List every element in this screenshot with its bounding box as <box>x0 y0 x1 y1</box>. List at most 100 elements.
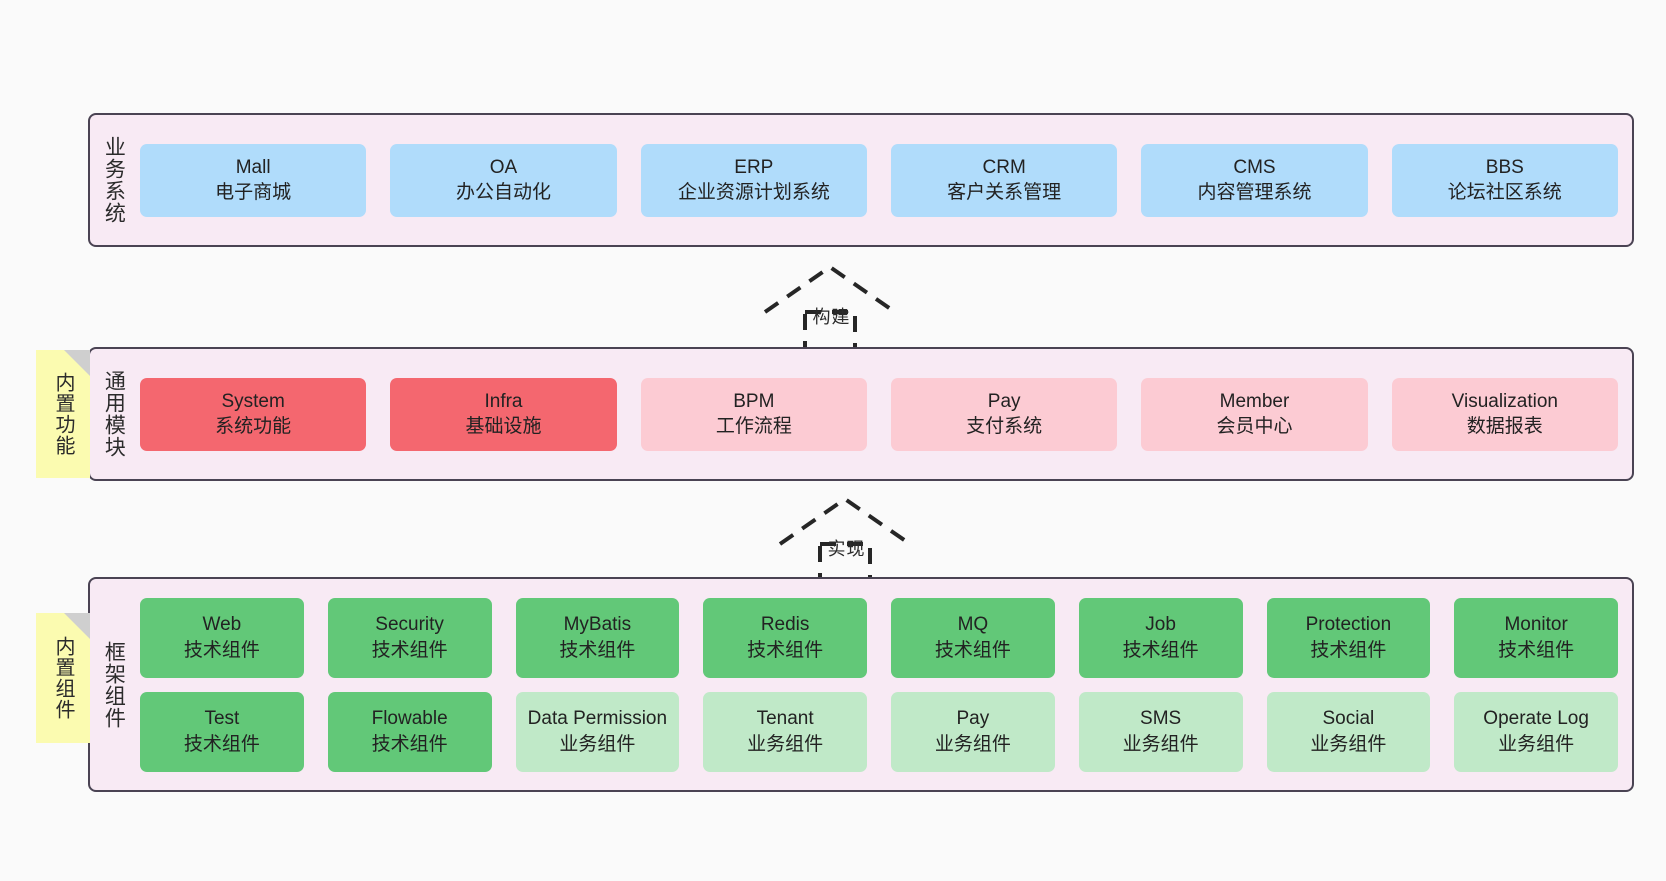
card-title: OA <box>489 156 518 178</box>
layer-title-business-system: 业务系统 <box>102 136 126 224</box>
card-subtitle: 系统功能 <box>215 416 292 437</box>
card-title: Visualization <box>1451 390 1558 412</box>
layer-body-business-system: Mall 电子商城 OA 办公自动化 ERP 企业资源计划系统 CRM 客户关系… <box>136 115 1632 245</box>
card-title: Pay <box>987 390 1021 412</box>
card-system[interactable]: System 系统功能 <box>140 377 367 451</box>
card-member[interactable]: Member 会员中心 <box>1141 377 1368 451</box>
card-data-permission[interactable]: Data Permission 业务组件 <box>515 691 680 772</box>
card-row: Web 技术组件 Security 技术组件 MyBatis 技术组件 Redi… <box>140 597 1618 678</box>
connector-implement: 实现 <box>750 489 940 589</box>
card-row: System 系统功能 Infra 基础设施 BPM 工作流程 Pay 支付系统… <box>140 377 1618 451</box>
layer-title-common-module: 通用模块 <box>102 370 126 458</box>
card-mybatis[interactable]: MyBatis 技术组件 <box>515 597 680 678</box>
layer-framework-component: 框架组件 Web 技术组件 Security 技术组件 MyBatis 技术组件… <box>88 577 1634 792</box>
card-subtitle: 技术组件 <box>1122 639 1199 661</box>
card-title: Flowable <box>371 708 448 730</box>
card-subtitle: 技术组件 <box>747 639 824 661</box>
card-subtitle: 基础设施 <box>465 416 542 437</box>
card-title: Infra <box>484 390 523 412</box>
card-title: MyBatis <box>563 614 632 636</box>
card-operate-log[interactable]: Operate Log 业务组件 <box>1454 691 1618 772</box>
card-title: Member <box>1219 390 1290 412</box>
card-title: Social <box>1322 708 1375 730</box>
card-erp[interactable]: ERP 企业资源计划系统 <box>640 143 867 217</box>
card-web[interactable]: Web 技术组件 <box>140 597 304 678</box>
card-subtitle: 企业资源计划系统 <box>677 182 830 203</box>
card-protection[interactable]: Protection 技术组件 <box>1266 597 1431 678</box>
card-title: Test <box>204 708 240 730</box>
card-subtitle: 会员中心 <box>1216 416 1293 437</box>
card-subtitle: 工作流程 <box>715 416 792 437</box>
card-title: CRM <box>982 156 1026 178</box>
card-infra[interactable]: Infra 基础设施 <box>390 377 617 451</box>
card-subtitle: 业务组件 <box>559 733 636 755</box>
card-flowable[interactable]: Flowable 技术组件 <box>327 691 492 772</box>
card-title: Protection <box>1305 614 1392 636</box>
layer-body-common-module: System 系统功能 Infra 基础设施 BPM 工作流程 Pay 支付系统… <box>136 349 1632 479</box>
layer-body-framework-component: Web 技术组件 Security 技术组件 MyBatis 技术组件 Redi… <box>136 579 1632 790</box>
card-title: Data Permission <box>527 708 668 730</box>
card-subtitle: 业务组件 <box>1310 733 1387 755</box>
connector-label: 实现 <box>827 539 866 559</box>
card-subtitle: 技术组件 <box>1310 639 1387 661</box>
card-subtitle: 内容管理系统 <box>1197 182 1312 203</box>
card-title: Monitor <box>1504 614 1568 636</box>
card-subtitle: 技术组件 <box>183 639 260 661</box>
card-subtitle: 客户关系管理 <box>947 182 1062 203</box>
card-pay-module[interactable]: Pay 支付系统 <box>890 377 1118 451</box>
layer-business-system: 业务系统 Mall 电子商城 OA 办公自动化 ERP 企业资源计划系统 CRM… <box>88 113 1634 247</box>
card-title: Web <box>202 614 242 636</box>
card-subtitle: 技术组件 <box>1498 639 1575 661</box>
card-subtitle: 业务组件 <box>747 733 824 755</box>
card-test[interactable]: Test 技术组件 <box>140 691 304 772</box>
connector-label: 构建 <box>812 307 851 327</box>
card-monitor[interactable]: Monitor 技术组件 <box>1454 597 1618 678</box>
card-title: SMS <box>1140 708 1182 730</box>
card-tenant[interactable]: Tenant 业务组件 <box>703 691 867 772</box>
card-title: CMS <box>1233 156 1276 178</box>
card-title: ERP <box>734 156 774 178</box>
card-cms[interactable]: CMS 内容管理系统 <box>1141 143 1368 217</box>
card-subtitle: 技术组件 <box>934 639 1011 661</box>
card-title: Security <box>375 614 444 636</box>
card-job[interactable]: Job 技术组件 <box>1078 597 1243 678</box>
card-subtitle: 支付系统 <box>966 416 1043 437</box>
layer-common-module: 通用模块 System 系统功能 Infra 基础设施 BPM 工作流程 Pay… <box>88 347 1634 481</box>
card-bbs[interactable]: BBS 论坛社区系统 <box>1391 143 1618 217</box>
card-title: Redis <box>760 614 810 636</box>
card-mall[interactable]: Mall 电子商城 <box>140 143 367 217</box>
sticky-note-builtin-feature: 内置功能 <box>36 350 90 478</box>
sticky-note-label: 内置功能 <box>52 372 74 456</box>
card-subtitle: 技术组件 <box>183 733 260 755</box>
card-title: System <box>221 390 285 412</box>
card-visualization[interactable]: Visualization 数据报表 <box>1391 377 1618 451</box>
card-title: Tenant <box>756 708 814 730</box>
card-social[interactable]: Social 业务组件 <box>1266 691 1431 772</box>
card-bpm[interactable]: BPM 工作流程 <box>640 377 867 451</box>
card-subtitle: 业务组件 <box>1498 733 1575 755</box>
card-pay-component[interactable]: Pay 业务组件 <box>891 691 1055 772</box>
card-title: Pay <box>956 708 990 730</box>
card-title: BBS <box>1485 156 1524 178</box>
card-security[interactable]: Security 技术组件 <box>327 597 492 678</box>
card-title: Mall <box>235 156 271 178</box>
card-oa[interactable]: OA 办公自动化 <box>390 143 617 217</box>
sticky-note-builtin-component: 内置组件 <box>36 613 90 743</box>
layer-title-framework-component: 框架组件 <box>102 640 126 729</box>
card-subtitle: 办公自动化 <box>455 182 551 203</box>
card-mq[interactable]: MQ 技术组件 <box>891 597 1055 678</box>
card-title: BPM <box>733 390 775 412</box>
card-title: Job <box>1145 614 1176 636</box>
card-subtitle: 数据报表 <box>1466 416 1543 437</box>
card-row: Test 技术组件 Flowable 技术组件 Data Permission … <box>140 691 1618 772</box>
sticky-note-label: 内置组件 <box>52 636 74 720</box>
card-subtitle: 电子商城 <box>215 182 292 203</box>
connector-build: 构建 <box>735 257 925 357</box>
card-subtitle: 业务组件 <box>1122 733 1199 755</box>
card-sms[interactable]: SMS 业务组件 <box>1078 691 1243 772</box>
card-redis[interactable]: Redis 技术组件 <box>703 597 867 678</box>
card-subtitle: 技术组件 <box>559 639 636 661</box>
card-title: Operate Log <box>1483 708 1589 730</box>
card-crm[interactable]: CRM 客户关系管理 <box>890 143 1118 217</box>
